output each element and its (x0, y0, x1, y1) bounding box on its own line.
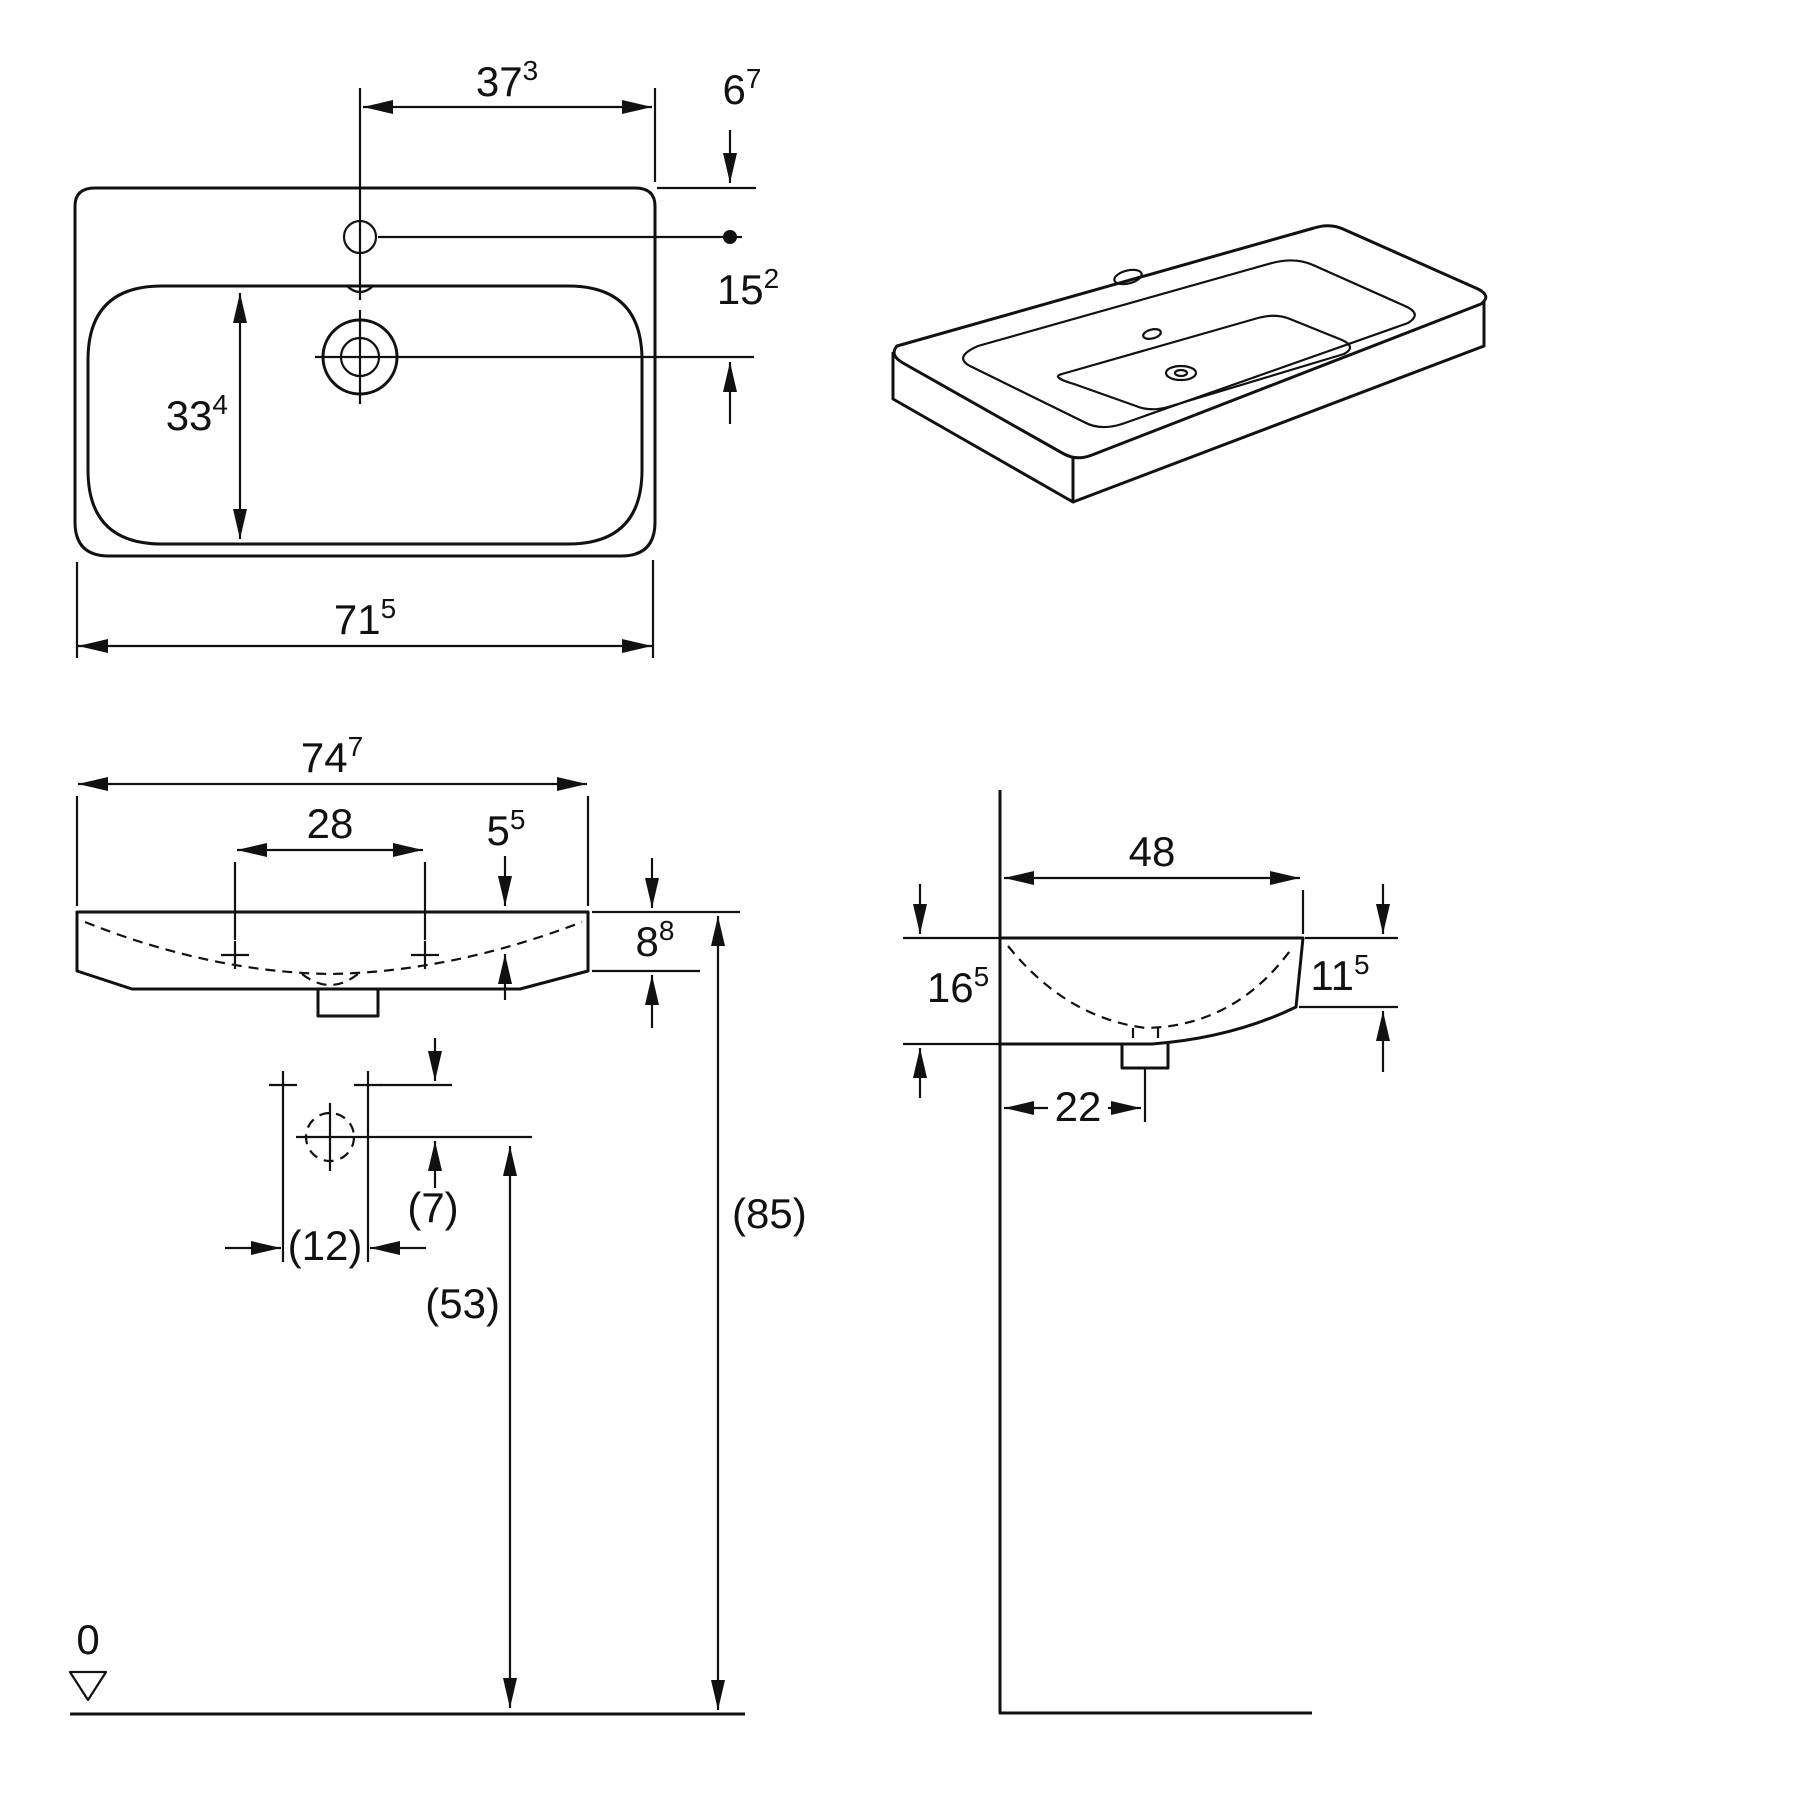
front-drain-stub (316, 989, 380, 1018)
dim-plan-tap-from-right: 373 (476, 55, 538, 105)
iso-drain-outer (1164, 364, 1198, 382)
dim-front-lower-hole-spacing: (12) (288, 1222, 363, 1269)
iso-bowl-rim (962, 259, 1416, 429)
dim-front-datum-zero: 0 (76, 1616, 99, 1663)
iso-drain-inner (1173, 368, 1189, 378)
side-view: 48 165 115 22 (903, 790, 1398, 1715)
side-bowl-hidden-line (1007, 945, 1293, 1030)
dim-plan-tap-to-drain: 152 (717, 263, 779, 313)
plan-view: 373 67 152 334 715 (73, 55, 779, 658)
iso-overflow-hole (1142, 328, 1162, 340)
front-body-outline (75, 910, 590, 991)
dim-plan-rim-to-tap: 67 (723, 63, 762, 113)
front-drain-hidden-line (301, 973, 359, 986)
iso-rim-outline (892, 224, 1488, 460)
front-bowl-hidden-line (84, 920, 583, 976)
side-body-outline (1000, 936, 1305, 1046)
front-lower-fixing-holes (269, 1071, 382, 1099)
dim-side-wall-to-trap: 22 (1055, 1083, 1102, 1130)
dim-front-hole-to-trap: (7) (407, 1184, 458, 1231)
dim-front-rim-to-bowl: 55 (487, 804, 526, 854)
dim-front-trap-height: (53) (425, 1280, 500, 1327)
datum-triangle (68, 1670, 108, 1702)
plan-dim-dot (723, 230, 737, 244)
front-view: 747 28 55 88 (85) (7) (12) (5 (68, 731, 807, 1716)
iso-tap-hole (1113, 268, 1143, 286)
iso-view (891, 224, 1488, 504)
plan-outer-outline (73, 186, 657, 558)
plan-bowl-outline (86, 284, 644, 546)
side-wall-and-floor (998, 790, 1312, 1715)
dim-front-rim-height: (85) (732, 1190, 807, 1237)
front-trap-crosshair (296, 1103, 364, 1171)
dim-side-back-height: 165 (927, 961, 989, 1011)
dim-front-overall-width: 747 (301, 731, 363, 781)
dim-side-front-height: 115 (1310, 949, 1369, 999)
iso-body-edges (891, 302, 1486, 504)
side-drain-stub (1120, 1044, 1170, 1070)
front-fixing-holes (221, 941, 439, 969)
iso-bowl-floor (1056, 314, 1352, 411)
dim-side-depth: 48 (1129, 828, 1176, 875)
dim-plan-overall-width: 715 (334, 593, 396, 643)
dim-front-fixing-holes: 28 (307, 800, 354, 847)
dim-plan-bowl-depth: 334 (166, 389, 228, 439)
dim-front-apron-height: 88 (636, 915, 675, 965)
plan-overflow-mark (347, 286, 373, 294)
